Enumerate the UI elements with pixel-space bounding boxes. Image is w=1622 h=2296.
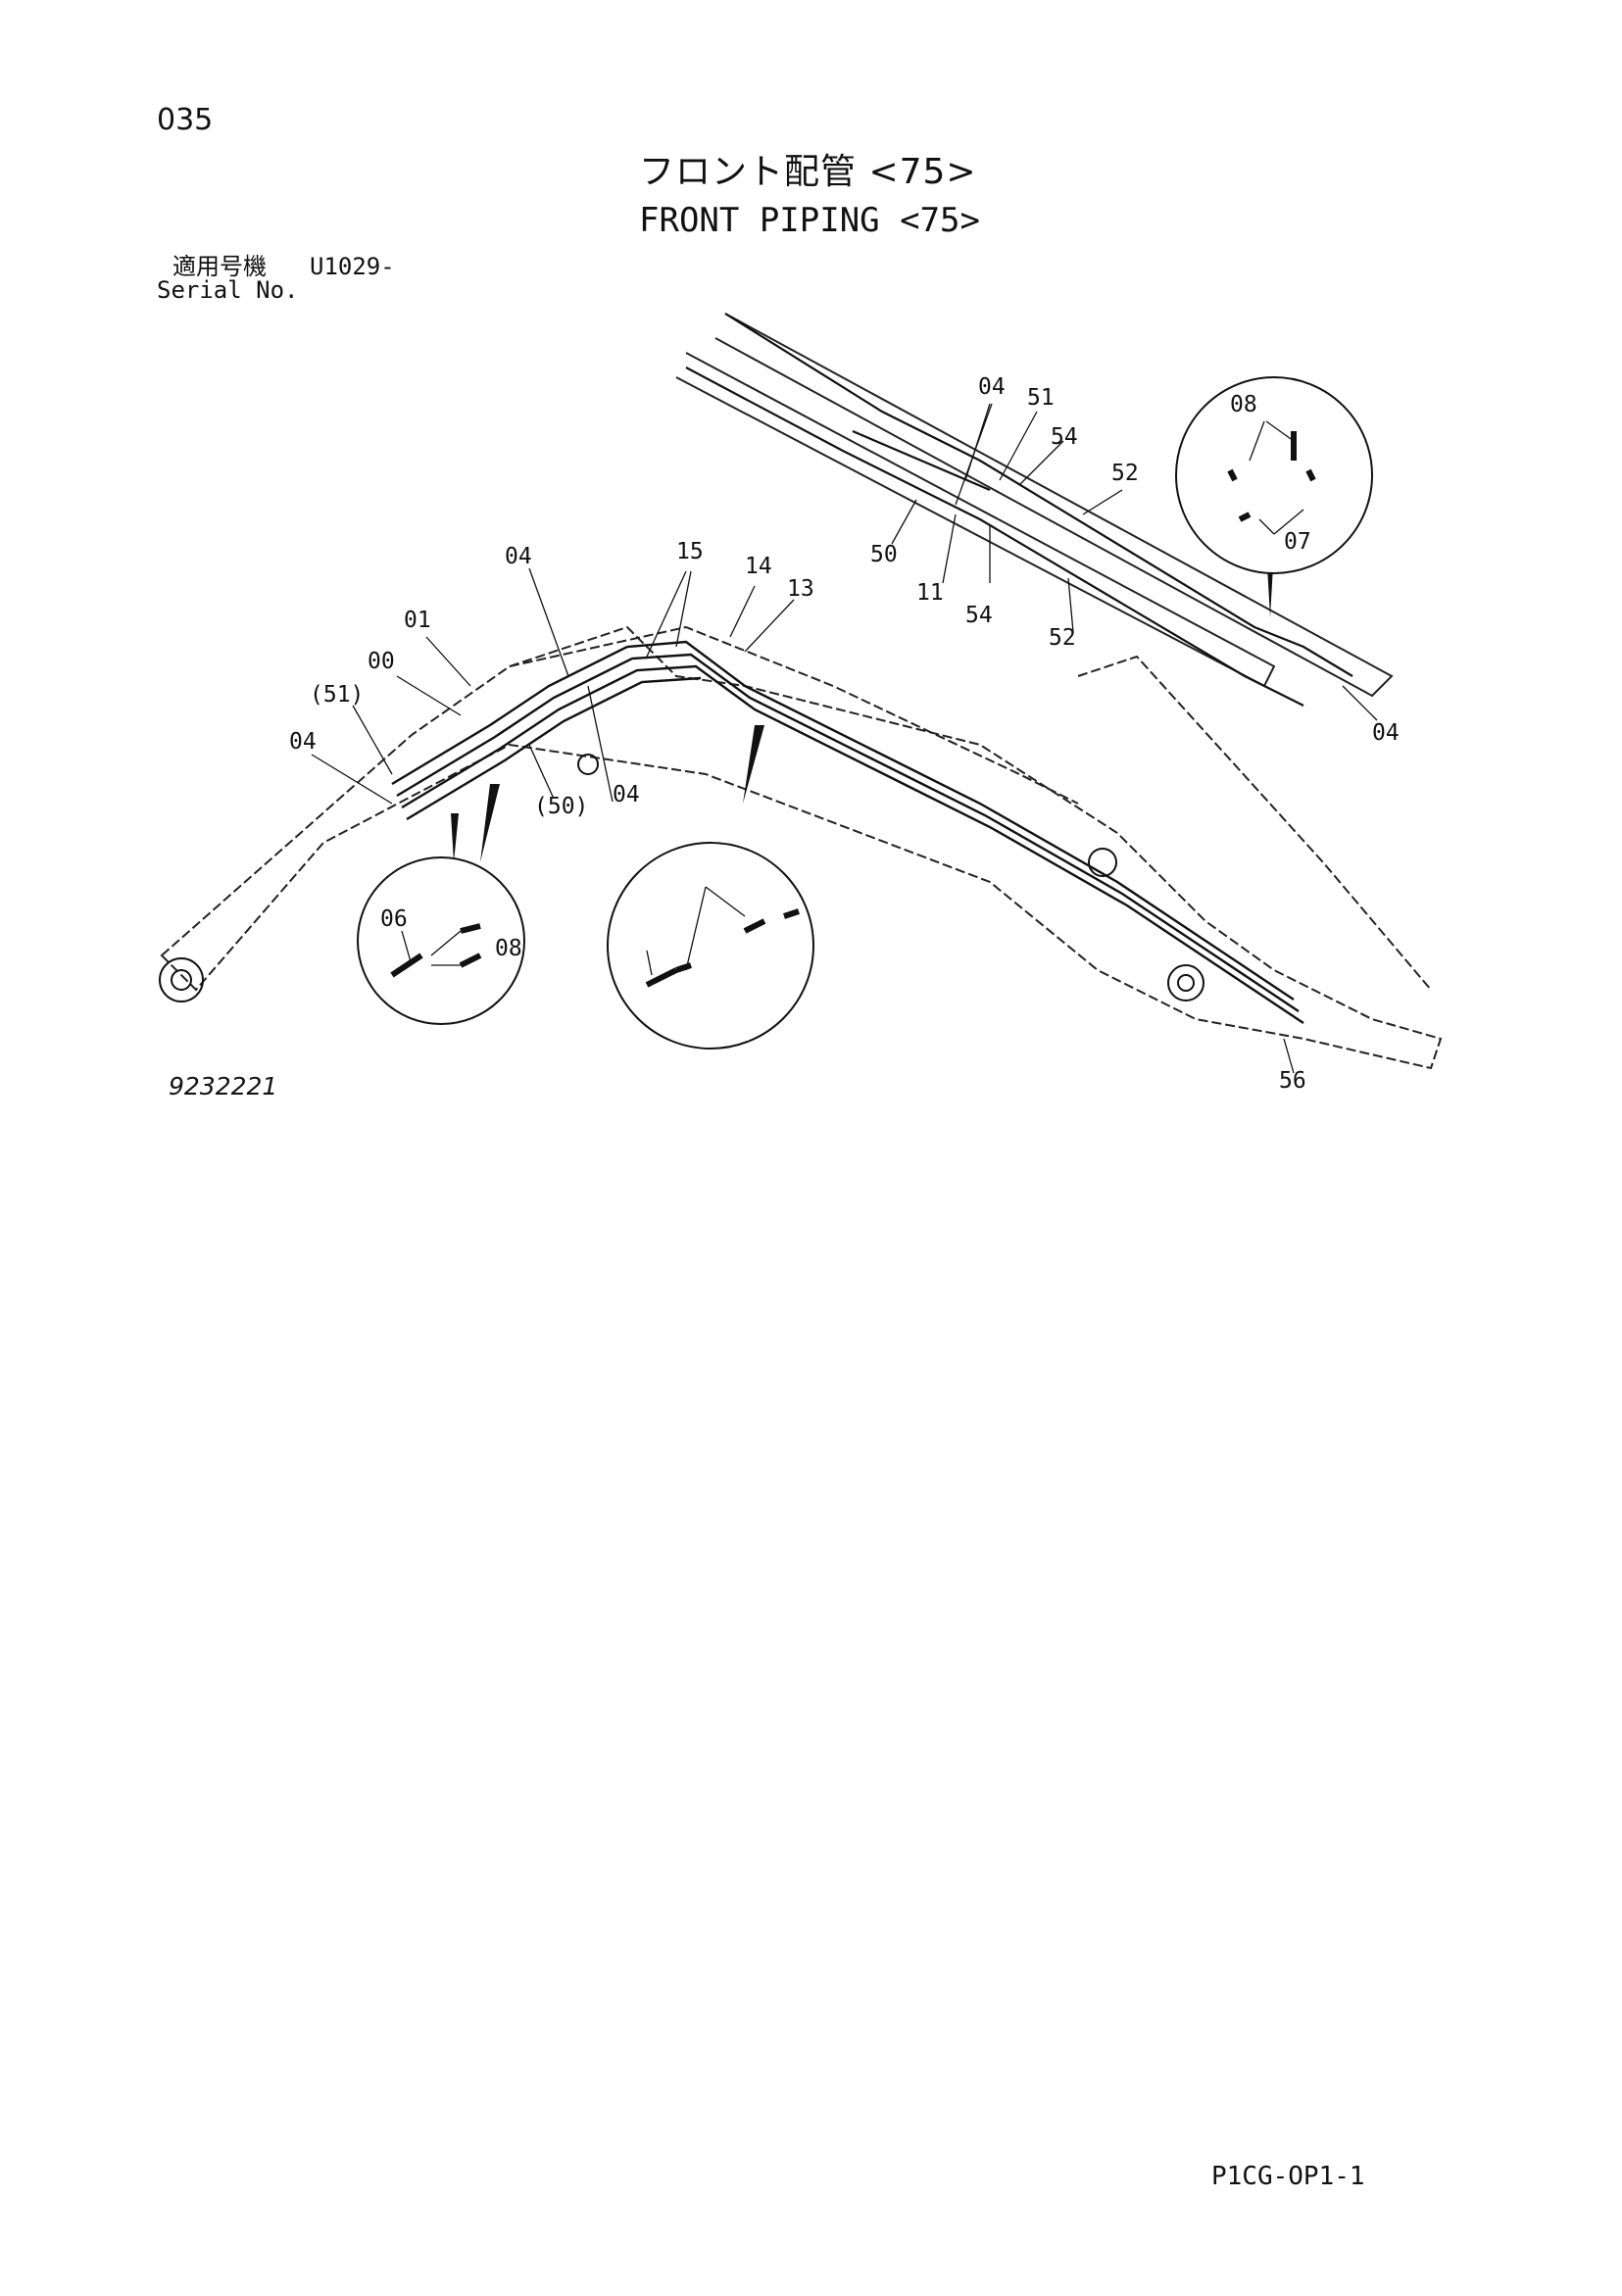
callout-13: 13 (787, 576, 814, 602)
page-title-japanese: フロント配管 <75> (639, 152, 977, 192)
arm-outline (675, 313, 1394, 698)
callout-00: 00 (368, 649, 395, 674)
page-code: P1CG-OP1-1 (1211, 2162, 1365, 2191)
detail-circle-middle (607, 842, 814, 1050)
hose-bundle (391, 640, 1304, 1024)
detail-right-label-07: 07 (1284, 529, 1311, 555)
serial-label-english: Serial No. (157, 276, 299, 304)
callout-51-top: 51 (1027, 385, 1055, 411)
page-number: 035 (157, 103, 214, 137)
detail-left-label-08: 08 (495, 936, 522, 961)
callout-11: 11 (916, 580, 944, 606)
callout-54-mid: 54 (965, 603, 993, 628)
callout-04-top: 04 (978, 374, 1006, 400)
drawing-number: 9232221 (169, 1072, 278, 1100)
callout-04-bottom: 04 (613, 782, 640, 807)
cylinder-pins (159, 754, 1204, 1002)
callout-04-left: 04 (505, 544, 532, 569)
boom-outline (160, 625, 1443, 1070)
upper-hoses (685, 313, 1353, 707)
callout-52-top: 52 (1111, 461, 1139, 486)
serial-label-japanese: 適用号機 (172, 253, 267, 280)
serial-number-value: U1029- (310, 253, 395, 280)
detail-left-label-06: 06 (380, 906, 408, 932)
callout-54-top: 54 (1051, 424, 1078, 450)
callout-50: 50 (870, 542, 898, 567)
callout-50-paren: (50) (534, 794, 588, 819)
callout-04-right: 04 (1372, 720, 1400, 746)
detail-circle-right: 08 07 (1175, 376, 1373, 574)
callout-15: 15 (676, 539, 704, 564)
callout-labels: 04 51 54 52 50 11 54 52 04 15 14 13 01 0… (289, 374, 1400, 1094)
detail-circle-left: 06 08 (357, 856, 525, 1025)
page-title-english: FRONT PIPING <75> (639, 201, 980, 240)
callout-51-paren: (51) (310, 682, 364, 708)
callout-14: 14 (745, 554, 772, 579)
callout-04-far-left: 04 (289, 729, 317, 755)
callout-01: 01 (404, 608, 431, 633)
detail-right-label-08: 08 (1230, 392, 1257, 417)
callout-52-mid: 52 (1049, 625, 1076, 651)
callout-56: 56 (1279, 1068, 1306, 1094)
leader-lines (311, 403, 1378, 1074)
